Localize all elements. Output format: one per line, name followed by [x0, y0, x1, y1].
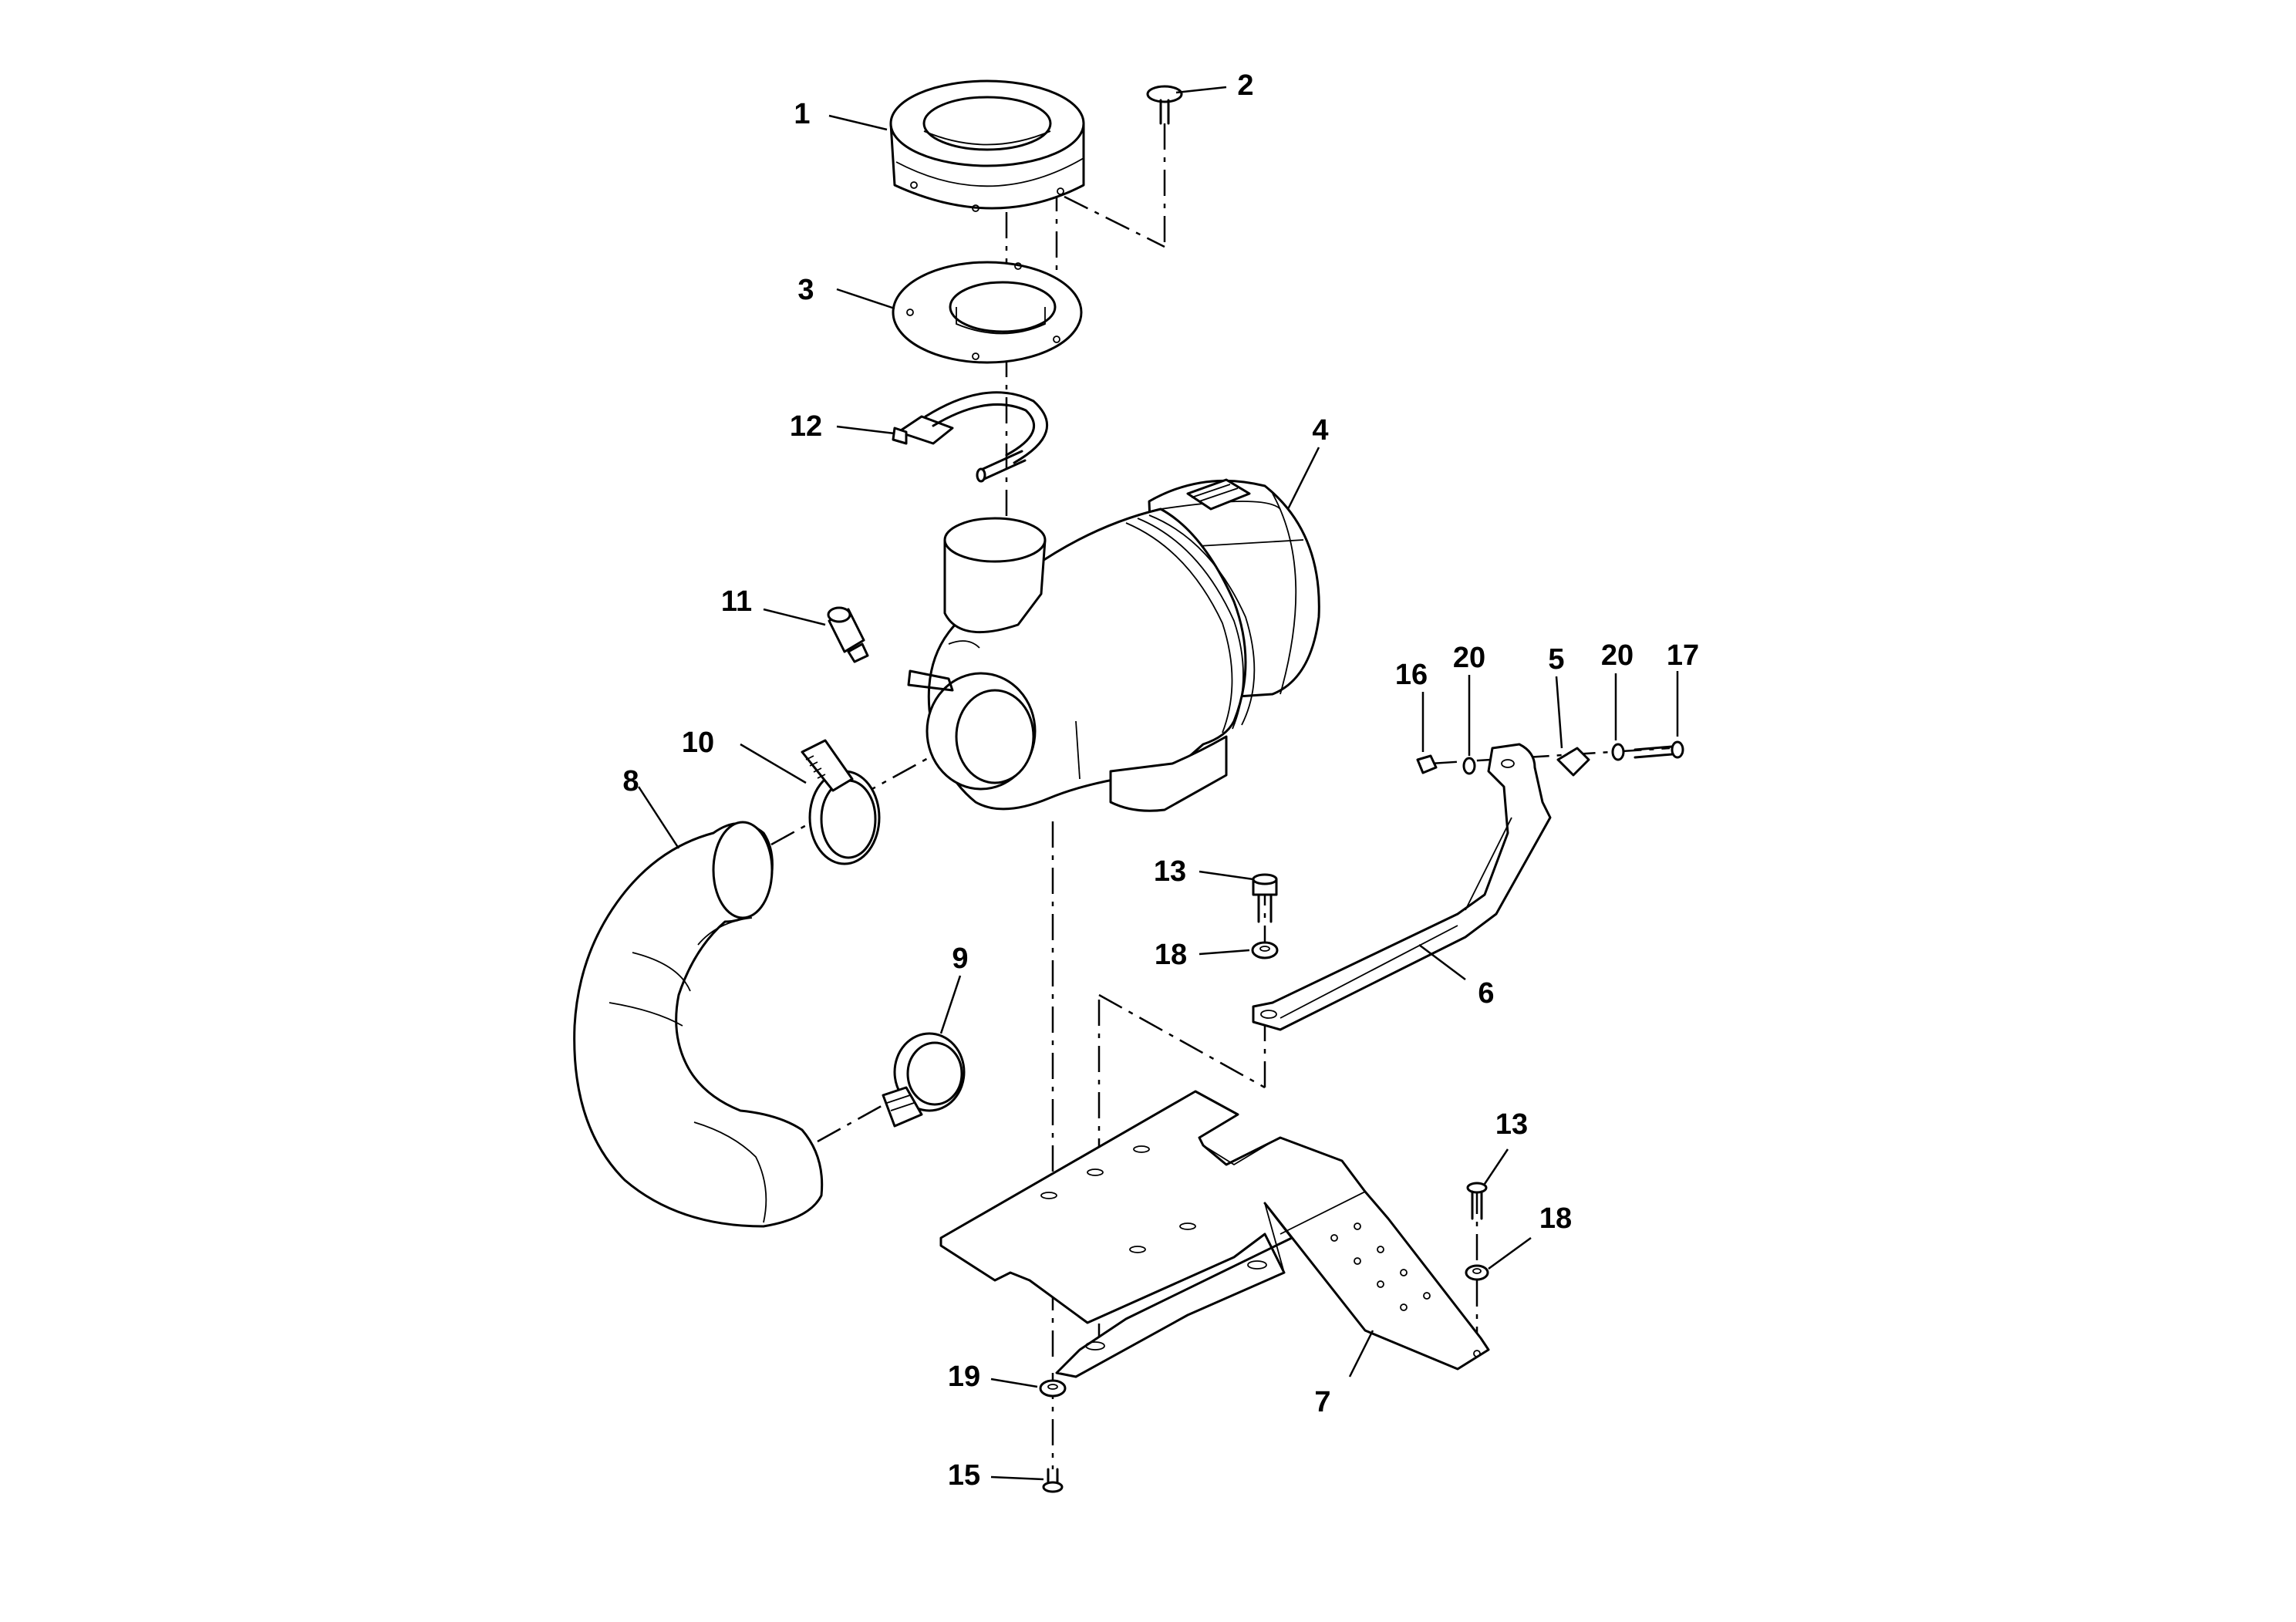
leader-lines [637, 86, 1679, 1481]
callout-19: 19 [948, 1361, 980, 1393]
part-4-air-cleaner-housing [925, 478, 1320, 812]
part-1-flange-ring [889, 79, 1085, 212]
callout-5: 5 [1548, 643, 1564, 676]
part-11-vacuator-valve [827, 606, 954, 692]
callout-8: 8 [622, 765, 639, 798]
callout-2: 2 [1237, 69, 1253, 102]
callout-18-upper: 18 [1155, 939, 1187, 971]
part-18-washer-lower [1465, 1264, 1489, 1281]
part-13-bolt-lower [1466, 1182, 1488, 1220]
part-19-washer [1039, 1379, 1067, 1398]
callout-18-lower: 18 [1539, 1202, 1572, 1235]
part-2-push-rivet [1146, 85, 1183, 125]
part-18-washer-upper [1251, 941, 1279, 959]
callout-6: 6 [1478, 977, 1494, 1010]
part-5-spacer [1556, 747, 1590, 777]
part-3-gasket-plate [892, 261, 1083, 364]
callout-13-upper: 13 [1154, 855, 1186, 888]
part-15-bolt [1042, 1468, 1064, 1493]
callout-15: 15 [948, 1459, 980, 1492]
callout-10: 10 [682, 727, 714, 759]
callout-20-right: 20 [1601, 639, 1633, 672]
callout-9: 9 [952, 943, 968, 975]
part-12-u-clamp [892, 391, 1049, 483]
callout-numbers: 1 2 3 4 5 6 7 8 9 10 11 12 13 13 15 16 1… [622, 69, 1699, 1492]
callout-11: 11 [721, 585, 752, 618]
callout-20-left: 20 [1453, 642, 1485, 674]
part-17-bolt [1633, 740, 1684, 759]
callout-16: 16 [1395, 659, 1428, 691]
callout-1: 1 [794, 98, 810, 130]
part-20-washer-left [1462, 757, 1476, 775]
part-10-hose-clamp [801, 739, 881, 865]
callout-12: 12 [790, 410, 822, 443]
part-9-hose-clamp [882, 1032, 966, 1128]
part-7-mounting-plate [939, 1090, 1490, 1378]
part-16-nut [1416, 754, 1438, 774]
part-8-hose-elbow [573, 821, 824, 1228]
part-20-washer-right [1611, 743, 1625, 761]
callout-4: 4 [1312, 414, 1328, 447]
callout-13-lower: 13 [1495, 1108, 1528, 1141]
callout-3: 3 [797, 274, 814, 306]
callout-17: 17 [1667, 639, 1699, 672]
callout-7: 7 [1314, 1386, 1330, 1418]
part-6-support-bracket [1252, 743, 1552, 1031]
